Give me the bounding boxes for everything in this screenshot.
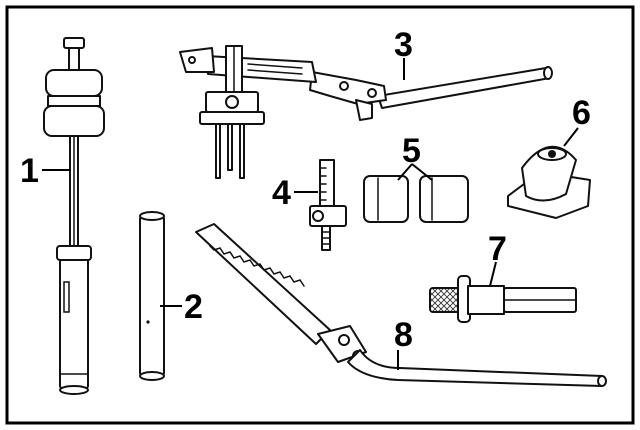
callout-labels: 1 2 3 4 5 6 7 8 <box>20 26 591 354</box>
slide-hammer-tool <box>43 37 105 395</box>
bushing-pair-tool <box>363 175 469 223</box>
serrated-wrench-tool <box>195 223 607 387</box>
callout-8: 8 <box>394 316 413 354</box>
callout-1: 1 <box>20 152 39 190</box>
locking-gauge-tool <box>309 159 347 251</box>
threaded-drift-tool <box>429 275 577 323</box>
holding-bracket-tool <box>179 45 553 179</box>
callout-7: 7 <box>488 230 507 268</box>
callout-6: 6 <box>572 94 591 132</box>
callout-4: 4 <box>272 174 291 212</box>
leader-line-5 <box>397 163 433 181</box>
sleeve-tube-tool <box>139 211 165 381</box>
callout-5: 5 <box>402 132 421 170</box>
leader-line-6 <box>563 127 579 147</box>
diagram-border <box>5 5 635 425</box>
callout-2: 2 <box>184 288 203 326</box>
leader-lines <box>42 58 579 370</box>
leader-line-7 <box>489 261 497 287</box>
knurled-adapter-tool <box>507 145 591 219</box>
callout-3: 3 <box>394 26 413 64</box>
